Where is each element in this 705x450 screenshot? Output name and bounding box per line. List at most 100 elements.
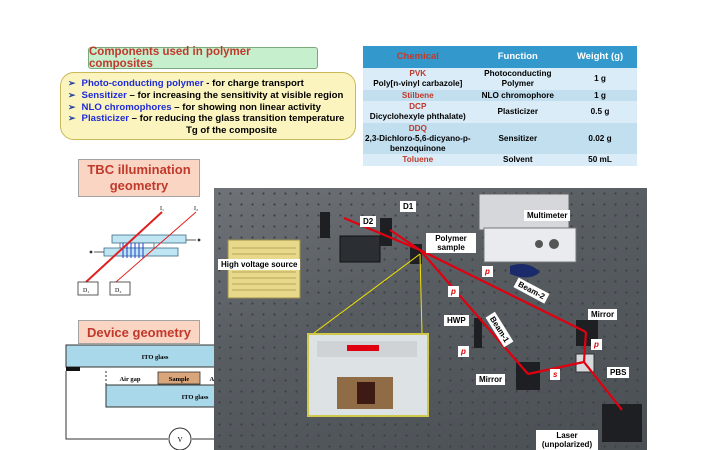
component-continuation: Tg of the composite xyxy=(186,125,278,137)
optic-post xyxy=(320,212,330,238)
mirror-mount xyxy=(516,362,540,390)
table-header-row: Chemical Function Weight (g) xyxy=(363,46,637,68)
ito-top-label: ITO glass xyxy=(142,354,169,361)
tbc-detector-2 xyxy=(109,281,131,296)
inset-sample xyxy=(357,382,375,404)
component-desc: - for charge transport xyxy=(203,78,304,89)
electrode-left xyxy=(66,367,80,371)
tbc-detector-1 xyxy=(77,281,99,296)
inset-beam xyxy=(347,345,379,351)
circuit-wire-left xyxy=(65,371,168,440)
table-row: Stilbene NLO chromophore 1 g xyxy=(363,89,637,102)
tbc-detector2-label: D₂ xyxy=(115,288,121,294)
polarization-s-label: s xyxy=(550,369,561,380)
pbs-label: PBS xyxy=(607,367,630,378)
sample-inset-photo xyxy=(307,333,429,417)
laser-beam-path xyxy=(343,216,623,411)
function-cell: Solvent xyxy=(472,154,563,167)
detector-meter xyxy=(339,235,381,263)
tbc-geometry-label: TBC illumination geometry xyxy=(78,159,200,197)
arrow-bullet-icon: ➢ xyxy=(68,89,76,100)
polarization-p-label: p xyxy=(482,266,493,277)
multimeter-label: Multimeter xyxy=(524,210,571,221)
component-desc: – for increasing the sensitivity at visi… xyxy=(126,89,344,101)
header-weight: Weight (g) xyxy=(563,46,637,68)
table-row: Toluene Solvent 50 mL xyxy=(363,154,637,167)
zoom-line xyxy=(313,253,421,334)
component-term: Plasticizer xyxy=(81,113,130,125)
components-list: ➢ Photo-conducting polymer - for charge t… xyxy=(60,72,356,140)
function-cell: Sensitizer xyxy=(472,122,563,155)
d2-label: D2 xyxy=(360,216,377,227)
sample-block xyxy=(157,371,201,385)
component-term: Sensitizer xyxy=(81,89,127,101)
weight-cell: 50 mL xyxy=(563,154,637,167)
voltmeter-icon xyxy=(168,427,192,450)
sample-label: Sample xyxy=(169,376,190,383)
setup-illustration xyxy=(214,188,647,450)
laser-label: Laser (unpolarized) xyxy=(536,430,598,450)
component-item: ➢ Sensitizer – for increasing the sensiti… xyxy=(68,90,349,102)
header-chemical: Chemical xyxy=(363,46,473,68)
weight-cell: 0.5 g xyxy=(563,101,637,123)
knob-icon xyxy=(535,240,543,248)
component-item: ➢ NLO chromophores – for showing non line… xyxy=(68,102,349,114)
polarization-p-label: p xyxy=(591,339,602,350)
polarization-p-label: p xyxy=(458,346,469,357)
arrow-bullet-icon: ➢ xyxy=(68,101,76,112)
header-function: Function xyxy=(472,46,563,68)
component-desc: – for showing non linear activity xyxy=(171,101,321,113)
component-desc: – for reducing the glass transition temp… xyxy=(129,113,345,125)
tbc-top-plate xyxy=(111,234,187,244)
function-cell: Plasticizer xyxy=(472,101,563,123)
function-cell: Photoconducting Polymer xyxy=(472,68,563,90)
device-geometry-label: Device geometry xyxy=(78,320,200,344)
optic-post xyxy=(380,218,392,246)
zoom-line xyxy=(419,253,423,334)
tbc-beam2-label: I₂ xyxy=(194,206,198,212)
tbc-geometry-diagram: I₁ I₂ D₁ D₂ xyxy=(77,206,201,296)
optical-table-grid xyxy=(214,188,647,450)
tbc-beam-1 xyxy=(85,211,163,283)
power-supply-box xyxy=(483,227,577,263)
chemical-cell: Toluene xyxy=(363,154,473,167)
hv-source-label: High voltage source xyxy=(218,259,301,270)
polarization-p-label: p xyxy=(448,286,459,297)
voltmeter-label: V xyxy=(177,436,182,444)
component-term: NLO chromophores xyxy=(81,101,172,113)
function-cell: NLO chromophore xyxy=(472,89,563,102)
weight-cell: 0.02 g xyxy=(563,122,637,155)
chemical-cell: Stilbene xyxy=(363,89,473,102)
component-item: ➢ Photo-conducting polymer - for charge t… xyxy=(68,78,349,90)
mirror-right-label: Mirror xyxy=(588,309,618,320)
component-term: Photo-conducting polymer xyxy=(81,78,204,89)
experimental-setup-photo: D1 D2 Multimeter Polymer sample High vol… xyxy=(214,188,647,450)
arrow-bullet-icon: ➢ xyxy=(68,78,76,88)
safety-goggles xyxy=(510,264,540,278)
tbc-terminal xyxy=(89,250,93,254)
component-item: ➢ Plasticizer – for reducing the glass tr… xyxy=(68,113,349,125)
hwp-label: HWP xyxy=(444,315,469,326)
polymer-sample-label: Polymer sample xyxy=(426,233,476,253)
air-gap-left-label: Air gap xyxy=(119,376,140,383)
hv-vent-lines xyxy=(232,247,296,291)
d1-label: D1 xyxy=(400,201,417,212)
weight-cell: 1 g xyxy=(563,89,637,102)
hwp-mount xyxy=(474,318,482,348)
components-title: Components used in polymer composites xyxy=(88,46,318,70)
arrow-bullet-icon: ➢ xyxy=(68,113,76,124)
tbc-beam1-label: I₁ xyxy=(160,206,164,212)
tbc-beam-2 xyxy=(115,211,197,283)
knob-icon xyxy=(549,239,559,249)
ito-bottom-label: ITO glass xyxy=(182,394,209,401)
weight-cell: 1 g xyxy=(563,68,637,90)
tbc-detector1-label: D₁ xyxy=(83,288,89,294)
tbc-terminal xyxy=(197,238,201,242)
